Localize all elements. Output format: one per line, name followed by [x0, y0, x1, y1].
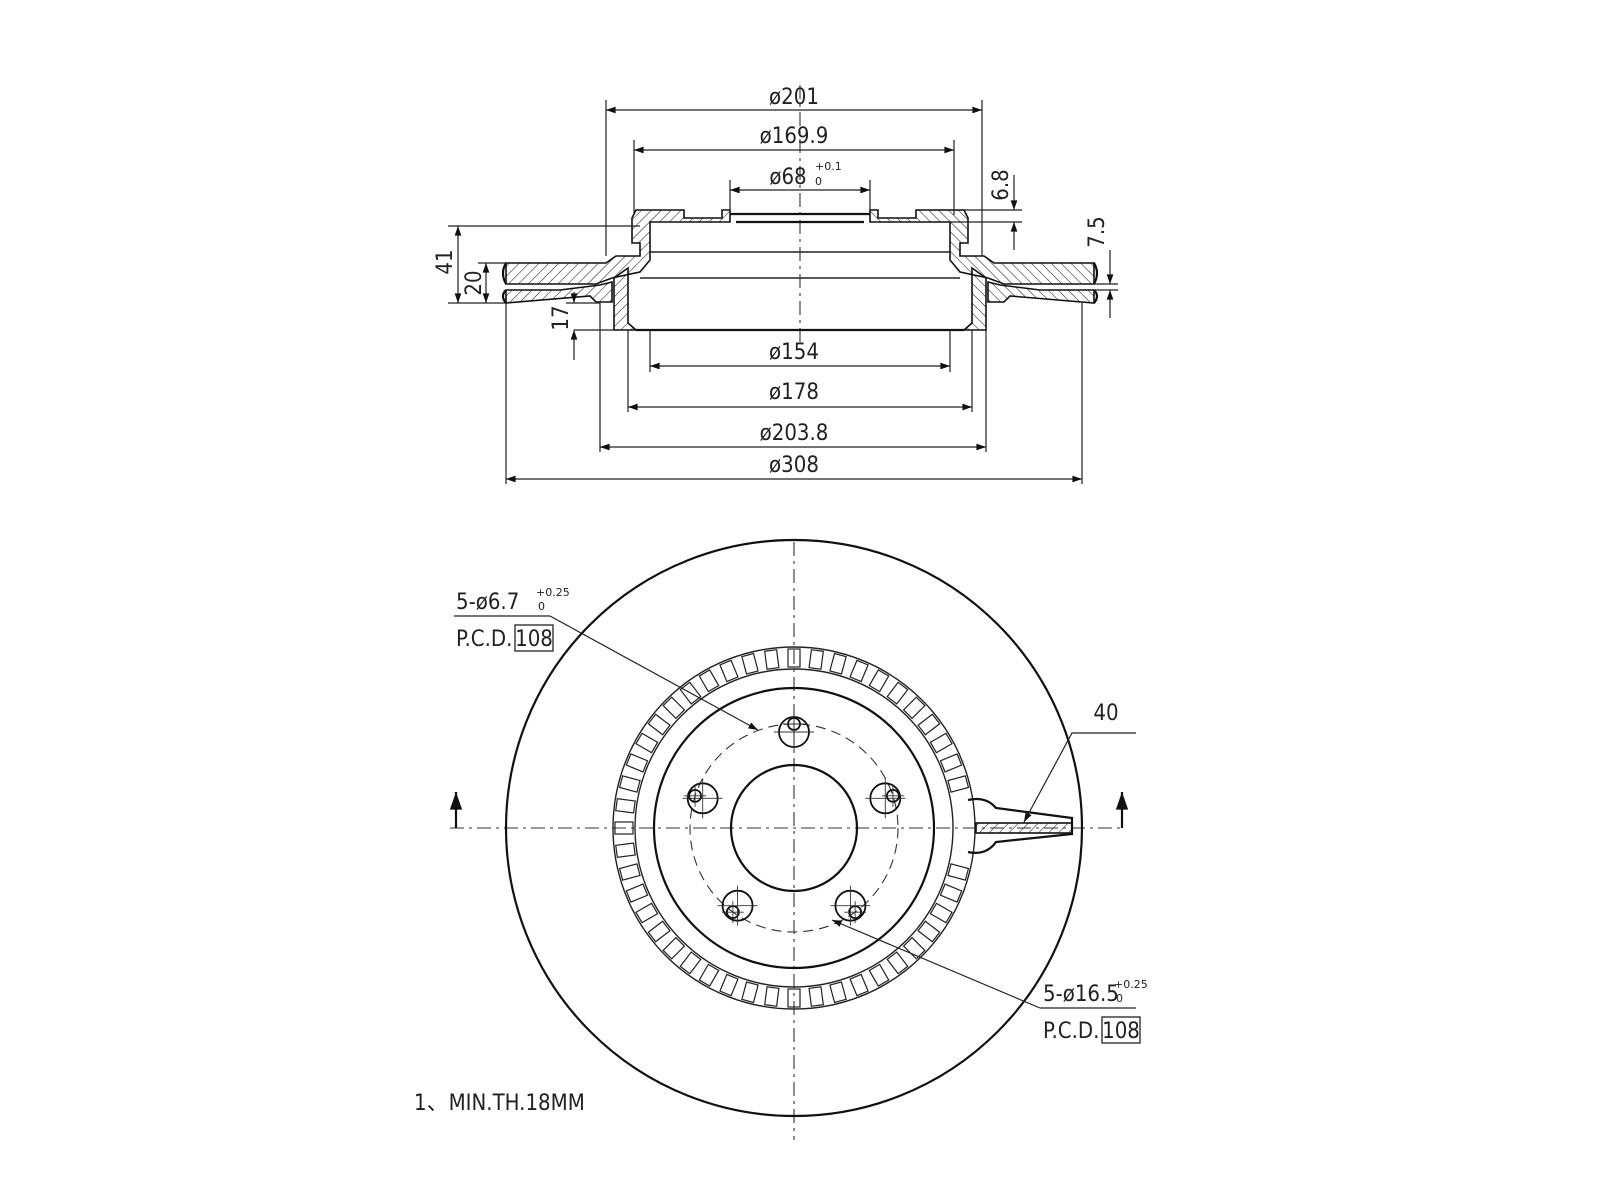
dim-dia-178: ø178 [769, 380, 819, 405]
disc-outer-edge [504, 538, 1084, 1118]
pcd-value-1: 108 [515, 627, 553, 652]
vent-slot [829, 652, 847, 675]
vent-slot [787, 988, 801, 1008]
vent-slot [764, 649, 780, 670]
small-holes-tol-upper: +0.25 [536, 586, 570, 599]
vent-slot [849, 973, 869, 997]
dim-dia-308: ø308 [769, 453, 819, 478]
vent-slot [625, 753, 649, 773]
dim-dia-169-9: ø169.9 [760, 124, 829, 149]
pcd-box-2 [1101, 1016, 1141, 1044]
dim-dia-154: ø154 [769, 340, 819, 365]
pcd-box-1 [514, 624, 554, 652]
dim-dia-203-8: ø203.8 [760, 421, 829, 446]
vent-ring-inner [634, 668, 954, 988]
vent-slot [614, 821, 634, 835]
bolt-holes [682, 712, 906, 926]
vent-slot [929, 902, 953, 924]
vent-slot [662, 936, 686, 960]
vent-slots [614, 648, 970, 1008]
left-upper-plate [505, 209, 731, 285]
vent-slot [764, 986, 780, 1007]
center-bore [729, 763, 859, 893]
dim-6-8: 6.8 [989, 169, 1014, 200]
vent-slot [698, 669, 720, 693]
left-hat-wall [613, 266, 639, 331]
vent-slot [939, 753, 963, 773]
vent-slot [741, 981, 759, 1004]
vent-slot [947, 863, 970, 881]
dim-41: 41 [433, 249, 458, 274]
large-holes-tol-upper: +0.25 [1114, 978, 1148, 991]
large-holes-tol-lower: 0 [1116, 992, 1123, 1005]
left-lower-plate [505, 280, 613, 304]
vent-slot [849, 659, 869, 683]
vent-slot [618, 863, 641, 881]
dim-dia-68: ø68 [769, 165, 806, 190]
vent-slot [618, 775, 641, 793]
pcd-value-2: 108 [1102, 1019, 1140, 1044]
wear-indicator-fill [975, 822, 1073, 834]
pcd-label-2: P.C.D. [1043, 1019, 1099, 1044]
vent-slot [647, 920, 671, 943]
vent-slot [787, 648, 801, 668]
vent-slot [929, 732, 953, 754]
right-lower-plate [987, 280, 1095, 304]
dim-20: 20 [462, 270, 487, 295]
hat-outer [652, 686, 936, 970]
vent-slot [625, 883, 649, 903]
dim-7-5: 7.5 [1085, 216, 1110, 247]
small-holes-tol-lower: 0 [538, 600, 545, 613]
vent-slot [635, 732, 659, 754]
dim-dia-201: ø201 [769, 85, 819, 110]
vent-slot [698, 963, 720, 987]
vent-slot [868, 963, 890, 987]
pcd-label-1: P.C.D. [456, 627, 512, 652]
vent-slot [615, 842, 636, 858]
dim-dia-68-tol-upper: +0.1 [815, 160, 842, 173]
vent-slot [719, 659, 739, 683]
section-view: ø201 ø169.9 ø68 +0.1 0 6.8 7.5 41 20 [433, 85, 1118, 484]
vent-slot [902, 696, 926, 720]
vent-slot [615, 798, 636, 814]
dim-40: 40 [1093, 701, 1118, 726]
vent-slot [917, 920, 941, 943]
face-view: 40 5-ø6.7 +0.25 0 P.C.D. 108 5-ø16.5 +0.… [449, 538, 1148, 1140]
vent-slot [886, 681, 909, 705]
vent-ring-outer [612, 646, 976, 1010]
vent-slot [647, 713, 671, 736]
small-holes-spec: 5-ø6.7 [456, 590, 519, 615]
vent-slot [947, 775, 970, 793]
vent-slot [679, 951, 702, 975]
dim-17: 17 [549, 305, 574, 330]
vent-slot [679, 681, 702, 705]
vent-slot [939, 883, 963, 903]
vent-slot [886, 951, 909, 975]
vent-slot [719, 973, 739, 997]
vent-slot [662, 696, 686, 720]
vent-slot [829, 981, 847, 1004]
vent-slot [808, 986, 824, 1007]
vent-slot [635, 902, 659, 924]
dim-dia-68-tol-lower: 0 [815, 175, 822, 188]
min-thickness-note: 1、MIN.TH.18MM [414, 1091, 585, 1116]
vent-slot [868, 669, 890, 693]
large-holes-spec: 5-ø16.5 [1043, 982, 1119, 1007]
vent-slot [917, 713, 941, 736]
right-hat-wall [961, 266, 987, 331]
vent-slot [808, 649, 824, 670]
vent-slot [741, 652, 759, 675]
